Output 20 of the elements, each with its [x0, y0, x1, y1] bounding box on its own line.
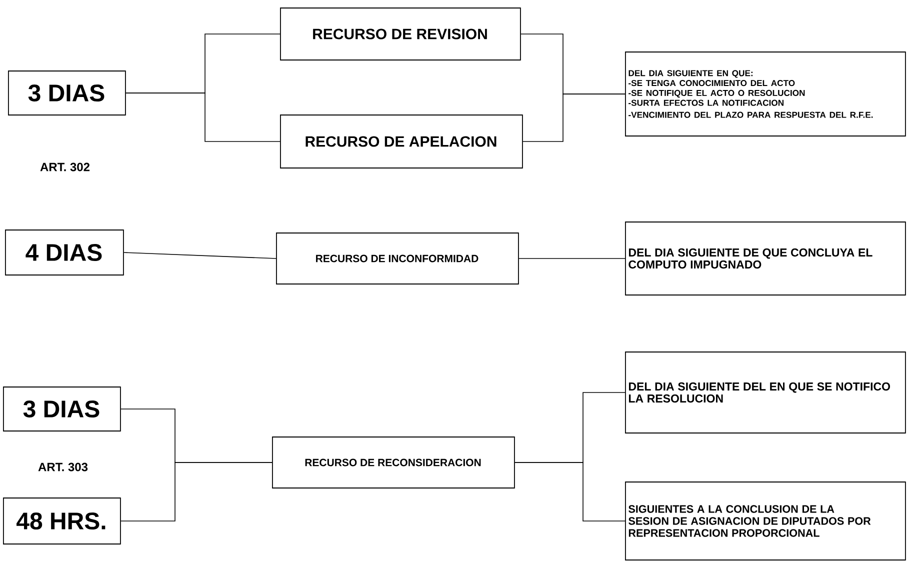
deadline-box: DEL DIA SIGUIENTE DEL EN QUE SE NOTIFICO LA RESOLUCION: [625, 352, 906, 434]
article-label: ART. 303: [38, 462, 88, 472]
period-box: 4 DIAS: [5, 230, 124, 276]
connector-line: [120, 462, 272, 522]
deadline-box: DEL DIA SIGUIENTE DE QUE CONCLUYA EL COMPUTO IMPUGNADO: [625, 222, 906, 296]
connector-line: [124, 252, 276, 259]
appeal-box: RECURSO DE REVISION: [280, 8, 521, 60]
connector-line: [126, 92, 280, 142]
connector-line: [522, 94, 626, 142]
period-box: 3 DIAS: [8, 70, 126, 116]
deadline-box: SIGUIENTES A LA CONCLUSION DE LA SESION DE ASIGNACION DE DIPUTADOS POR REPRESENTACION PROPORCIONAL: [625, 482, 906, 560]
article-label: ART. 302: [40, 162, 90, 172]
connector-line: [518, 258, 626, 259]
period-box: 3 DIAS: [3, 386, 121, 432]
deadline-box: DEL DIA SIGUIENTE EN QUE: -SE TENGA CONOCIMIENTO DEL ACTO -SE NOTIFIQUE EL ACTO O RESOLUCION -SURTA EFECTOS LA NOTIFICACION -VENCIMIENTO DEL PLAZO PARA RESPUESTA DEL R.F.E.: [625, 52, 906, 136]
appeal-box: RECURSO DE INCONFORMIDAD: [276, 232, 519, 284]
connector-line: [514, 462, 626, 522]
appeal-box: RECURSO DE APELACION: [280, 114, 523, 168]
appeal-box: RECURSO DE RECONSIDERACION: [272, 436, 515, 488]
period-box: 48 HRS.: [3, 498, 121, 544]
